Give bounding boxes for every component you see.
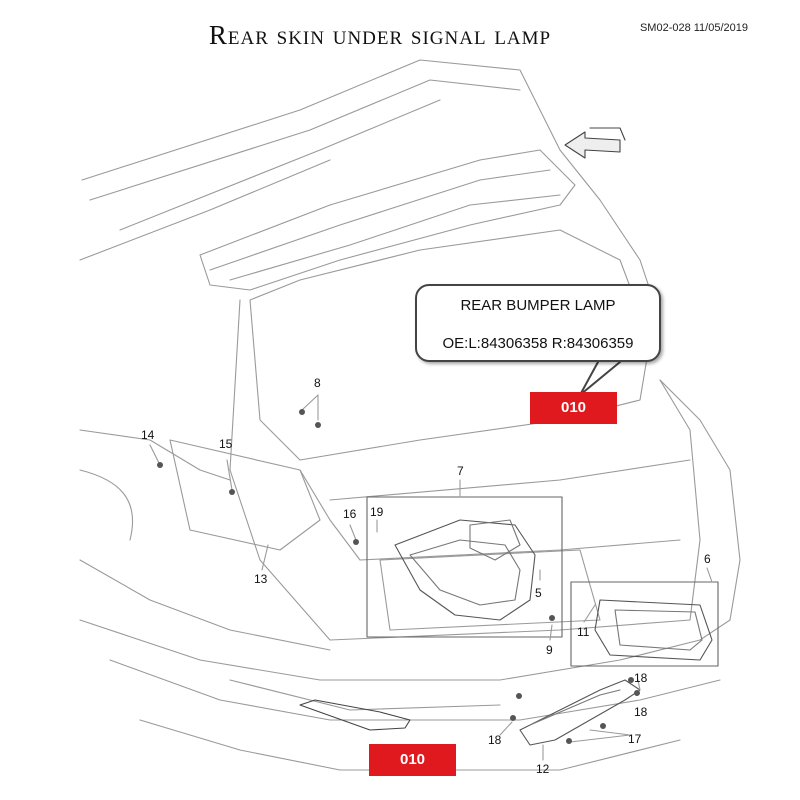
taillight-inset-inner	[409, 539, 521, 606]
fastener-8a	[299, 409, 305, 415]
bumper-reflector	[299, 699, 411, 731]
fastener-15	[229, 489, 235, 495]
roof-outline	[81, 59, 661, 321]
roof-panel-line	[119, 99, 441, 231]
page-title: Rear skin under signal lamp	[208, 20, 552, 50]
bumper-bottom	[139, 719, 681, 771]
roof-panel-line-2	[79, 159, 331, 261]
inner-lamp-box	[570, 581, 719, 667]
right-side	[659, 379, 741, 641]
part-number-17: 17	[628, 732, 642, 746]
fastener-18a	[516, 693, 522, 699]
leader-16	[349, 524, 357, 541]
front-arrow-icon	[564, 127, 626, 159]
plate-area	[379, 549, 601, 631]
leader-8	[301, 394, 319, 421]
inner-lamp	[594, 599, 713, 661]
lower-bracket	[519, 679, 641, 746]
fastener-9	[549, 615, 555, 621]
liftgate-lower	[299, 469, 681, 561]
leader-11	[583, 604, 596, 623]
fastener-8b	[315, 422, 321, 428]
part-number-19: 19	[370, 505, 384, 519]
wheel-arch	[79, 469, 134, 541]
fastener-14	[157, 462, 163, 468]
fastener-17a	[600, 723, 606, 729]
part-number-8: 8	[314, 376, 321, 390]
document-reference: SM02-028 11/05/2019	[639, 22, 748, 34]
part-number-14: 14	[141, 428, 155, 442]
fastener-18d	[634, 690, 640, 696]
part-number-18-right: 18	[634, 705, 648, 719]
part-number-9: 9	[546, 643, 553, 657]
part-number-6: 6	[704, 552, 711, 566]
left-body	[79, 429, 231, 481]
callout-part-name: REAR BUMPER LAMP	[460, 297, 616, 314]
leader-14	[149, 444, 161, 466]
lower-bracket-inner	[529, 689, 621, 726]
fastener-16	[353, 539, 359, 545]
taillight-inset-lens	[469, 519, 521, 561]
callout-oe-numbers: OE:L:84306358 R:84306359	[442, 335, 634, 352]
fastener-17b	[566, 738, 572, 744]
liftgate-body	[229, 299, 701, 641]
part-callout: REAR BUMPER LAMP OE:L:84306358 R:8430635…	[415, 284, 661, 362]
part-number-16: 16	[343, 507, 357, 521]
taillight-inset-box	[366, 496, 563, 638]
part-tag-bottom: 010	[369, 744, 456, 776]
part-number-5: 5	[535, 586, 542, 600]
part-number-13: 13	[254, 572, 268, 586]
part-number-15: 15	[219, 437, 233, 451]
roof-rail	[89, 79, 521, 201]
leader-6	[706, 567, 713, 583]
inner-lamp-detail	[614, 609, 703, 651]
leader-9	[549, 624, 553, 641]
left-lamp-housing	[169, 439, 321, 551]
part-number-12: 12	[536, 762, 550, 776]
part-number-11: 11	[577, 625, 590, 639]
bumper-face	[109, 659, 721, 721]
spoiler-edge	[209, 169, 551, 271]
part-tag-top: 010	[530, 392, 617, 424]
quarter-panel	[79, 559, 331, 651]
part-number-18-top: 18	[634, 671, 648, 685]
leader-13	[261, 544, 269, 571]
taillight-inset-lamp	[394, 519, 536, 621]
bumper-inner	[229, 679, 501, 711]
leader-18b	[637, 679, 641, 691]
liftgate-crease	[329, 459, 691, 501]
part-number-7: 7	[457, 464, 464, 478]
spoiler-detail	[229, 194, 561, 281]
fastener-18b	[510, 715, 516, 721]
liftgate-glass	[249, 229, 651, 461]
callout-pointer	[579, 361, 621, 396]
leader-17	[569, 729, 631, 743]
leader-18a	[499, 721, 513, 736]
part-number-18-left: 18	[488, 733, 502, 747]
fastener-18c	[628, 677, 634, 683]
spoiler	[199, 149, 576, 291]
leader-15	[226, 459, 233, 491]
